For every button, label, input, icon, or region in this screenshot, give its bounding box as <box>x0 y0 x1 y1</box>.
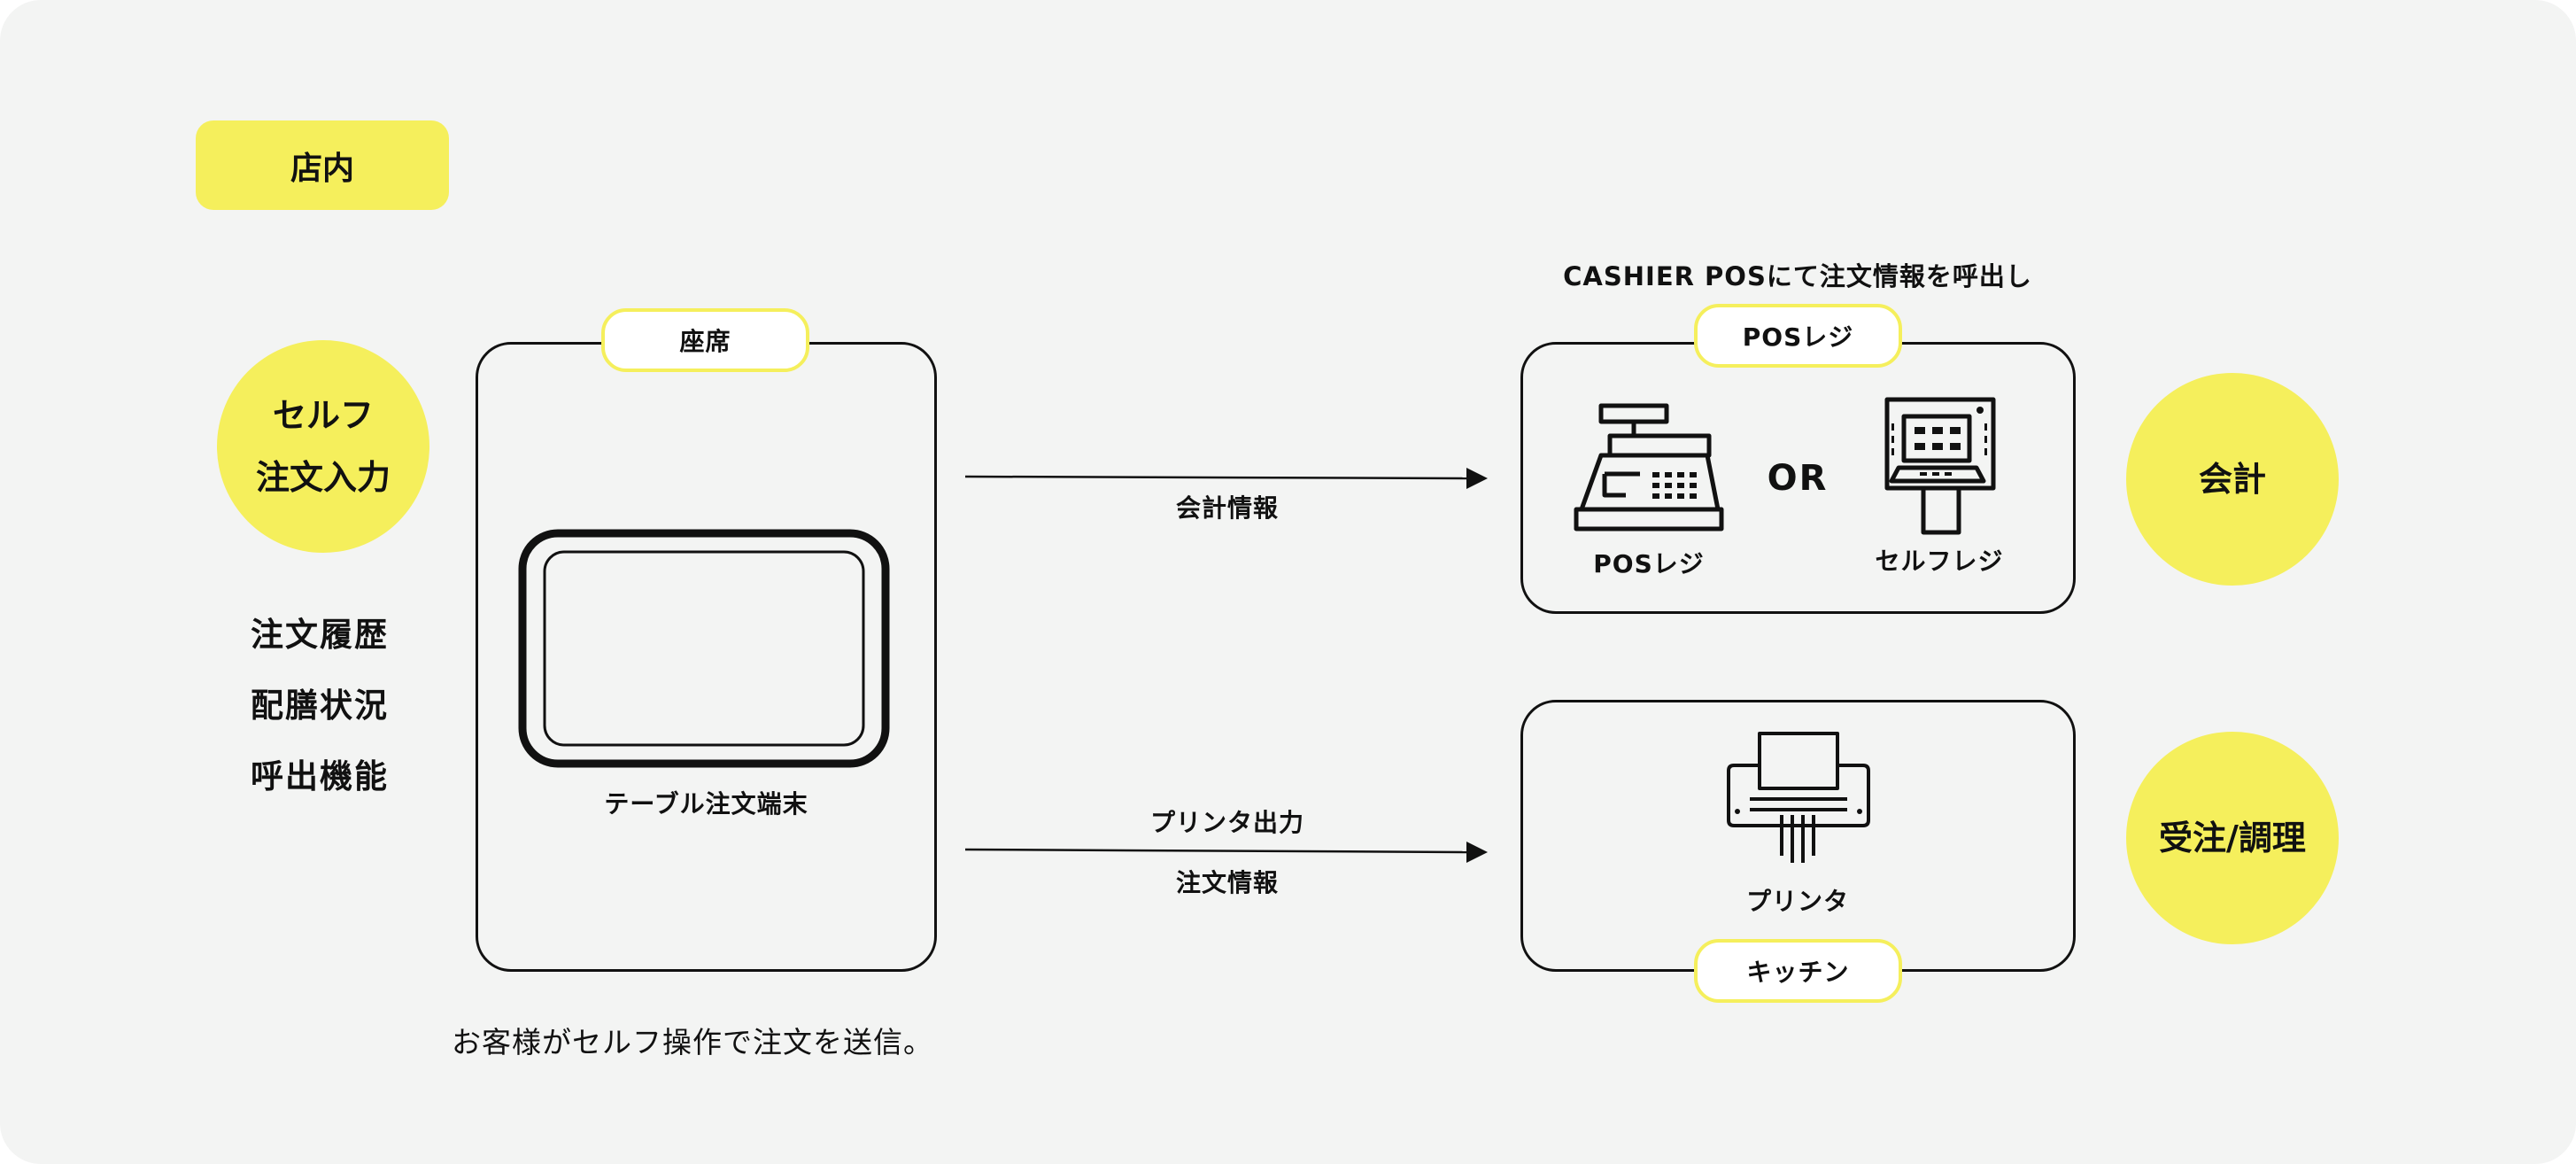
feature-call-function: 呼出機能 <box>251 757 389 795</box>
arrow-right-icon <box>964 842 1488 863</box>
printer-label: プリンタ <box>1745 887 1849 916</box>
cash-register-icon <box>1574 403 1724 532</box>
kitchen-tag: キッチン <box>1694 939 1902 1003</box>
arrow-right-icon <box>964 468 1488 489</box>
self-order-circle: セルフ 注文入力 <box>217 340 429 553</box>
arrow-bottom-label-above: プリンタ出力 <box>1149 808 1304 837</box>
order-cooking-circle: 受注/調理 <box>2126 732 2339 944</box>
arrow-bottom-label-below: 注文情報 <box>1175 868 1279 897</box>
arrow-top-label: 会計情報 <box>1175 493 1279 523</box>
location-label: 店内 <box>196 120 449 210</box>
or-text: OR <box>1767 458 1829 499</box>
feature-order-history: 注文履歴 <box>251 616 389 654</box>
self-checkout-kiosk-icon <box>1884 397 1996 535</box>
printer-icon <box>1727 732 1870 863</box>
pos-register-label: POSレジ <box>1593 549 1705 578</box>
checkout-circle: 会計 <box>2126 373 2339 586</box>
pos-heading: CASHIER POSにて注文情報を呼出し <box>1563 261 2032 291</box>
self-order-line1: セルフ <box>272 395 374 435</box>
feature-serving-status: 配膳状況 <box>251 687 389 725</box>
pos-tag: POSレジ <box>1694 304 1902 368</box>
self-order-line2: 注文入力 <box>255 458 391 497</box>
tablet-icon <box>518 529 890 768</box>
seat-caption: お客様がセルフ操作で注文を送信。 <box>452 1025 933 1059</box>
seat-tag: 座席 <box>601 308 809 372</box>
tablet-device-label: テーブル注文端末 <box>604 789 808 819</box>
self-checkout-label: セルフレジ <box>1875 547 2004 576</box>
